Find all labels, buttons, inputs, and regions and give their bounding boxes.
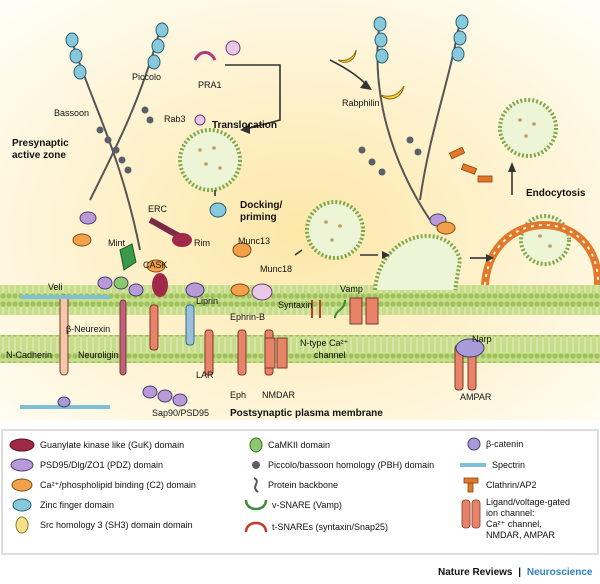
camkii-icon (249, 437, 263, 453)
legend-channel-2: ion channel: (486, 508, 535, 518)
label-piccolo: Piccolo (132, 72, 161, 82)
label-lar: LAR (196, 370, 214, 380)
credit-separator: | (518, 567, 521, 578)
label-pra1: PRA1 (198, 80, 222, 90)
syntaxin-vamp (311, 299, 346, 319)
label-n-type: N-type Ca²⁺ (300, 338, 349, 348)
legend-camkii: CaMKII domain (268, 440, 330, 450)
credit-publisher: Nature Reviews (438, 567, 513, 578)
label-syntaxin: Syntaxin (278, 300, 313, 310)
label-ephrin-b: Ephrin-B (230, 312, 265, 322)
label-rabphilin: Rabphilin (342, 98, 380, 108)
label-sap90: Sap90/PSD95 (152, 408, 209, 418)
bassoon-zinc-fingers (65, 22, 169, 80)
label-nmdar: NMDAR (262, 390, 295, 400)
legend-box (1, 429, 599, 555)
narp-protein (455, 338, 485, 358)
label-postsynaptic: Postsynaptic plasma membrane (230, 408, 383, 419)
label-rim: Rim (194, 238, 210, 248)
svg-text:Nature Reviews | N: Nature Reviews | Neuroscience (438, 567, 593, 578)
v-snare-icon (244, 499, 268, 511)
pdz-icon (10, 458, 34, 472)
spectrin-icon (460, 463, 486, 467)
journal-credit: Nature Reviews | Neuroscience (438, 567, 593, 578)
munc-proteins (232, 242, 273, 301)
legend-pdz: PSD95/Dlg/ZO1 (PDZ) domain (40, 460, 163, 470)
label-liprin: Liprin (196, 296, 218, 306)
veli-cask-domains (97, 276, 144, 297)
backbone-icon (253, 477, 259, 493)
vesicle-content (198, 118, 552, 248)
legend-channel-3: Ca²⁺ channel, (486, 519, 542, 529)
guk-icon (9, 438, 35, 452)
legend-zinc: Zinc finger domain (40, 500, 114, 510)
beta-catenin-icon (467, 437, 481, 451)
right-zinc-fingers (209, 14, 469, 218)
spectrin-upper (20, 295, 110, 299)
legend-guk: Guanylate kinase like (GuK) domain (40, 440, 184, 450)
label-beta-neurexin: β-Neurexin (66, 324, 110, 334)
label-presynaptic: Presynaptic (12, 138, 69, 149)
synaptic-vesicles (178, 98, 571, 266)
presynaptic-membrane (0, 285, 600, 315)
pra1-rabphilin-markers (193, 40, 405, 126)
erc-rim-complex (148, 217, 192, 297)
legend-sh3: Src homology 3 (SH3) domain domain (40, 520, 193, 530)
postsynaptic-scaffold (142, 385, 188, 407)
sh3-icon (15, 516, 29, 534)
postsynaptic-membrane (0, 335, 600, 363)
credit-journal: Neuroscience (527, 567, 593, 578)
label-bassoon: Bassoon (54, 108, 89, 118)
legend-channel-4: NMDAR, AMPAR (486, 530, 555, 540)
legend-c2: Ca²⁺/phospholipid binding (C2) domain (40, 480, 196, 490)
c2-domains-presynaptic (72, 221, 456, 297)
legend: Guanylate kinase like (GuK) domain PSD95… (1, 429, 599, 555)
legend-spectrin: Spectrin (492, 460, 525, 470)
label-active-zone: active zone (12, 150, 66, 161)
pathway-arrows (214, 59, 513, 259)
beta-catenin-marker (57, 396, 71, 408)
label-munc18: Munc18 (260, 264, 292, 274)
pbh-icon (252, 461, 260, 469)
label-narp: Narp (472, 334, 492, 344)
label-mint: Mint (108, 238, 126, 248)
pbh-domains (96, 106, 422, 176)
clathrin-icon (463, 477, 479, 493)
label-endocytosis: Endocytosis (526, 188, 586, 199)
legend-vsnare: v-SNARE (Vamp) (272, 500, 342, 510)
label-docking: Docking/ (240, 200, 282, 211)
c2-icon (11, 478, 33, 492)
label-vamp: Vamp (340, 284, 363, 294)
fusing-vesicle (373, 234, 463, 291)
zinc-finger-icon (12, 498, 32, 512)
ion-channel-icon (461, 499, 481, 529)
legend-clathrin: Clathrin/AP2 (486, 480, 537, 490)
label-translocation: Translocation (212, 120, 277, 131)
label-n-cadherin: N-Cadherin (6, 350, 52, 360)
label-neuroligin: Neuroligin (78, 350, 119, 360)
label-priming: priming (240, 212, 277, 223)
ion-channels (264, 297, 379, 369)
legend-catenin: β-catenin (486, 439, 523, 449)
label-rab3: Rab3 (164, 114, 186, 124)
label-erc: ERC (148, 204, 168, 214)
legend-channel-1: Ligand/voltage-gated (486, 497, 570, 507)
label-veli: Veli (48, 282, 63, 292)
label-munc13: Munc13 (238, 236, 270, 246)
label-cask: CASK (143, 260, 168, 270)
clathrin-triskelia (448, 146, 493, 183)
mint-protein (119, 243, 137, 271)
legend-backbone: Protein backbone (268, 480, 338, 490)
label-ampar: AMPAR (460, 392, 492, 402)
legend-tsnare: t-SNAREs (syntaxin/Snap25) (272, 522, 388, 532)
arrow-heads (240, 80, 516, 262)
label-channel: channel (314, 350, 346, 360)
liprin-lar (185, 282, 205, 346)
legend-pbh: Piccolo/bassoon homology (PBH) domain (268, 460, 434, 470)
diagram-labels: Bassoon Piccolo PRA1 Rabphilin Rab3 Tran… (6, 72, 586, 419)
label-eph: Eph (230, 390, 246, 400)
t-snare-icon (244, 521, 268, 533)
